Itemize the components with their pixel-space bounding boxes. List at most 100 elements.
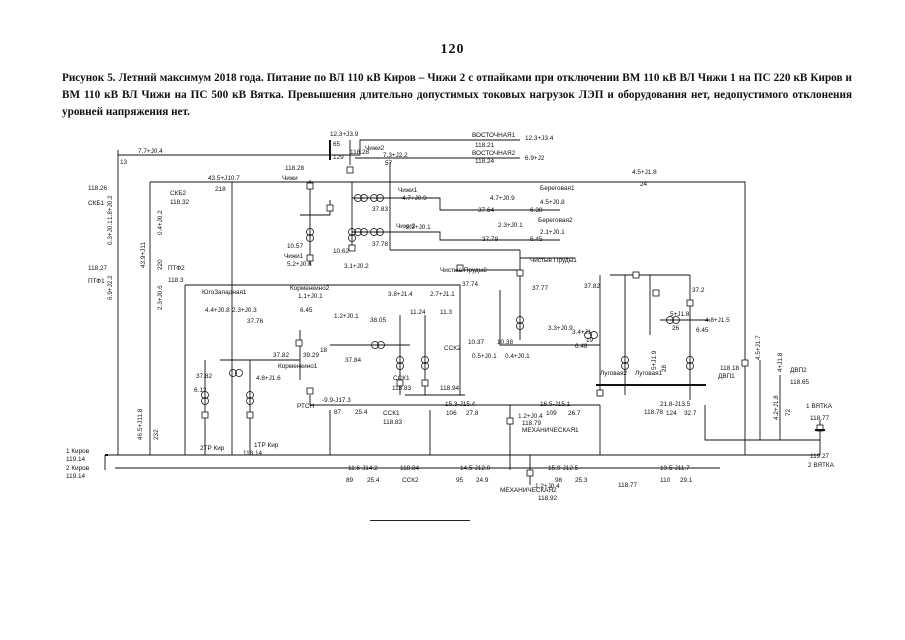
value-label: 118.94	[440, 385, 460, 392]
value-label: 118.3	[168, 277, 184, 284]
value-label: 109	[546, 410, 557, 417]
value-label: 129	[333, 154, 344, 161]
value-label: 118.78	[644, 409, 664, 416]
value-label: 110	[660, 477, 671, 484]
value-label: 118.28	[285, 165, 305, 172]
value-label: 32.7	[684, 410, 697, 417]
label-chizhi2: Чижи2	[365, 145, 385, 152]
value-label: 0.4+J0.1	[505, 353, 530, 360]
value-label: 21.8-J13.5	[660, 401, 691, 408]
value-label: 4.7+J0.9	[490, 195, 515, 202]
value-label: 37.78	[372, 241, 388, 248]
label-ptf1: ПТФ1	[88, 278, 105, 285]
value-label: 118.79	[522, 420, 542, 427]
value-label: 4.8+J1.6	[256, 375, 281, 382]
value-label: 2.3+J0.1	[498, 222, 523, 229]
value-label: 118.21	[475, 142, 495, 149]
value-label: 37.2	[692, 287, 705, 294]
value-label: 2.3+J0.1	[406, 224, 431, 231]
label-ssk1: ССК1	[393, 375, 410, 382]
value-label: 118.92	[538, 495, 558, 502]
value-label: 6.45	[530, 236, 543, 243]
value-label: 119.14	[66, 473, 86, 480]
value-label: 37.84	[345, 357, 361, 364]
label-vyatka2: 2 ВЯТКА	[808, 462, 835, 469]
value-label: 118.77	[810, 415, 830, 422]
value-label: 4.5+J0.8	[540, 199, 565, 206]
value-label: 5+J1.8	[670, 311, 690, 318]
value-label: 6.9+J2.2	[107, 275, 114, 300]
value-label: 4.2+J1.8	[773, 395, 780, 420]
value-label: 10.57	[287, 243, 303, 250]
value-label: 37.82	[196, 373, 212, 380]
label-ssk2-bus: ССК2	[402, 477, 419, 484]
value-label: 4+J1.8	[777, 352, 784, 372]
value-label: 89	[346, 477, 354, 484]
value-label: 2.7+J1.1	[430, 291, 455, 298]
value-label: 2.3+J0.6	[157, 285, 164, 310]
value-label: 98	[555, 477, 563, 484]
value-label: 46.5+J11.8	[137, 408, 144, 440]
value-label: 6.48	[575, 343, 588, 350]
value-label: 24.9	[476, 477, 489, 484]
value-label: 26	[672, 325, 680, 332]
value-label: 37.79	[482, 236, 498, 243]
label-mekh2: МЕХАНИЧЕСКАЯ2	[500, 487, 557, 494]
value-label: 10.38	[497, 339, 513, 346]
label-lugovaya1: Луговая1	[635, 370, 663, 377]
bottom-rule	[370, 520, 470, 521]
label-kormyakino2: Корменкино2	[290, 285, 330, 292]
value-label: 25.4	[367, 477, 380, 484]
value-label: 118.32	[170, 199, 190, 206]
value-label: 4.7+J0.9	[402, 195, 427, 202]
value-label: 25.4	[355, 409, 368, 416]
value-label: 14.5-J12.0	[460, 465, 491, 472]
value-label: 118.26	[88, 185, 108, 192]
figure-caption: Рисунок 5. Летний максимум 2018 года. Пи…	[62, 72, 852, 118]
value-label: 119.27	[810, 453, 830, 460]
value-label: 3.4+J1	[572, 329, 592, 336]
value-label: 118.27	[88, 265, 108, 272]
value-label: -9.9-J17.3	[322, 397, 351, 404]
value-label: 1.1+J0.1	[298, 293, 323, 300]
label-beregovaya2: Береговая2	[538, 217, 573, 224]
value-label: 37.83	[372, 206, 388, 213]
value-label: 5+J1.9	[651, 350, 658, 370]
value-label: 57	[385, 160, 393, 167]
label-kormyakino1: Корменкино1	[278, 363, 318, 370]
value-label: 18	[320, 347, 328, 354]
value-label: 232	[153, 429, 160, 440]
value-label: 16.5-J15.1	[540, 401, 571, 408]
label-rtsn: РТСН	[297, 403, 314, 410]
value-label: 220	[157, 259, 164, 270]
value-label: 10.62	[333, 248, 349, 255]
value-label: 11.24	[410, 309, 426, 316]
value-label: 12.3+J3.9	[330, 131, 359, 138]
busbars	[105, 140, 825, 456]
label-chizhi1: Чижи1	[398, 187, 418, 194]
value-label: 43.5+J10.7	[208, 175, 240, 182]
value-label: 5.2+J0.6	[287, 261, 312, 268]
value-label: 38.05	[370, 317, 386, 324]
value-label: 3.1+J0.2	[344, 263, 369, 270]
value-label: 118.83	[383, 419, 403, 426]
value-label: 10.37	[468, 339, 484, 346]
diagram-labels: ВОСТОЧНАЯ1 ВОСТОЧНАЯ2 Чижи Чижи2 Чижи1 Ч…	[66, 131, 835, 502]
value-label: 27.8	[466, 410, 479, 417]
label-kirov1: 1 Киров	[66, 448, 90, 455]
value-label: 118.18	[720, 365, 740, 372]
value-label: 106	[446, 410, 457, 417]
switch-symbols	[201, 166, 824, 477]
value-label: 19	[586, 337, 594, 344]
value-label: 37.64	[478, 207, 494, 214]
value-label: 87	[334, 409, 342, 416]
value-label: 0.4+J0.2	[157, 210, 164, 235]
value-label: 3.8+J1.4	[388, 291, 413, 298]
value-label: 37.82	[584, 283, 600, 290]
value-label: 118.14	[243, 450, 263, 457]
label-ssk2: ССК2	[444, 345, 461, 352]
value-label: 0.3+J0.1	[107, 220, 114, 245]
label-chistye2: Чистые Пруды2	[440, 267, 487, 274]
label-ptf2: ПТФ2	[168, 265, 185, 272]
